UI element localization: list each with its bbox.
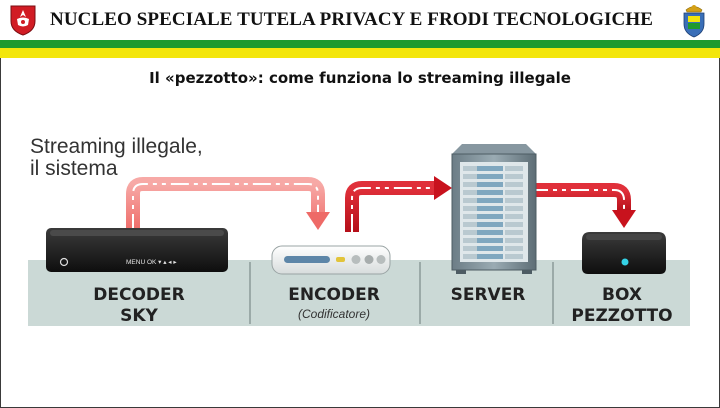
server-slot bbox=[477, 230, 503, 235]
server-slot bbox=[505, 174, 523, 179]
server-slot bbox=[463, 190, 481, 195]
server-slot bbox=[505, 190, 523, 195]
server-slot bbox=[477, 174, 503, 179]
server-slot bbox=[505, 182, 523, 187]
diagram-heading-line1: Streaming illegale, bbox=[30, 135, 203, 158]
led-indicator-icon bbox=[621, 258, 629, 266]
server-slot bbox=[505, 198, 523, 203]
stage-decoder-line2: SKY bbox=[120, 306, 158, 326]
server-slot bbox=[463, 182, 481, 187]
server-slot bbox=[477, 198, 503, 203]
slide-subtitle: Il «pezzotto»: come funziona lo streamin… bbox=[149, 69, 571, 87]
server-slot bbox=[505, 246, 523, 251]
server-slot bbox=[477, 238, 503, 243]
stage-server-line1: SERVER bbox=[451, 285, 526, 305]
server-slot bbox=[505, 214, 523, 219]
server-slot bbox=[463, 230, 481, 235]
stage-box-line1: BOX bbox=[602, 285, 642, 305]
server-slot bbox=[477, 246, 503, 251]
stage-encoder-line1: ENCODER bbox=[288, 285, 380, 305]
server-slot bbox=[477, 166, 503, 171]
header-bar: NUCLEO SPECIALE TUTELA PRIVACY E FRODI T… bbox=[0, 0, 720, 40]
server-slot bbox=[463, 174, 481, 179]
server-slot bbox=[477, 254, 503, 259]
server-slot bbox=[505, 238, 523, 243]
decoder-panel-text: MENU OK ▾ ▴ ◂ ▸ bbox=[126, 259, 177, 266]
server-slot bbox=[463, 238, 481, 243]
arrow-server-to-box bbox=[530, 183, 636, 228]
coat-of-arms-icon bbox=[683, 5, 705, 38]
server-slot bbox=[463, 206, 481, 211]
server-slot bbox=[477, 222, 503, 227]
green-stripe bbox=[0, 40, 720, 48]
server-slot bbox=[477, 214, 503, 219]
server-slot bbox=[505, 254, 523, 259]
yellow-stripe bbox=[0, 48, 720, 58]
diagram-heading-line2: il sistema bbox=[30, 157, 118, 180]
server-slots bbox=[463, 166, 523, 259]
server-slot bbox=[463, 246, 481, 251]
server-slot bbox=[505, 166, 523, 171]
stage-labels: DECODER SKY ENCODER (Codificatore) SERVE… bbox=[93, 285, 672, 326]
decoder-sky-device: MENU OK ▾ ▴ ◂ ▸ bbox=[46, 228, 228, 272]
server-slot bbox=[505, 222, 523, 227]
server-slot bbox=[463, 166, 481, 171]
server-slot bbox=[505, 206, 523, 211]
stage-encoder-line2: (Codificatore) bbox=[298, 307, 370, 321]
arrow-decoder-to-encoder bbox=[126, 177, 330, 232]
server-slot bbox=[463, 254, 481, 259]
server-rack bbox=[451, 144, 537, 274]
server-slot bbox=[463, 198, 481, 203]
server-slot bbox=[505, 230, 523, 235]
encoder-device bbox=[271, 245, 391, 275]
server-slot bbox=[477, 182, 503, 187]
stage-decoder-line1: DECODER bbox=[93, 285, 184, 305]
stage-box-line2: PEZZOTTO bbox=[571, 306, 672, 326]
server-slot bbox=[477, 190, 503, 195]
server-slot bbox=[477, 206, 503, 211]
unit-crest-icon bbox=[10, 5, 36, 36]
box-pezzotto-device bbox=[582, 232, 666, 274]
server-slot bbox=[463, 222, 481, 227]
header-title: NUCLEO SPECIALE TUTELA PRIVACY E FRODI T… bbox=[50, 9, 654, 30]
arrow-encoder-to-server bbox=[345, 176, 452, 232]
server-slot bbox=[463, 214, 481, 219]
